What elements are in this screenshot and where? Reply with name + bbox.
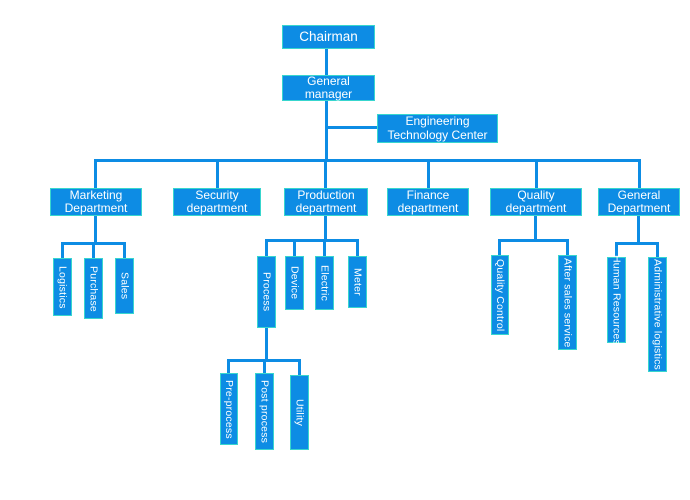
- connector-line: [298, 359, 301, 375]
- connector-line: [293, 239, 296, 256]
- connector-line: [94, 159, 97, 188]
- connector-line: [498, 239, 501, 255]
- node-pre-process: Pre-process: [220, 373, 238, 445]
- node-device: Device: [285, 256, 304, 310]
- connector-line: [324, 159, 327, 188]
- connector-line: [427, 159, 430, 188]
- connector-line: [498, 239, 569, 242]
- node-utility: Utility: [290, 375, 309, 450]
- connector-line: [325, 100, 328, 162]
- node-general-department: General Department: [598, 188, 680, 216]
- connector-line: [615, 242, 618, 258]
- node-sales: Sales: [115, 258, 134, 314]
- node-human-resources: Human Resources: [607, 255, 626, 345]
- node-general-manager: General manager: [282, 74, 375, 101]
- node-administrative-logistics: Administrative logistics: [648, 257, 667, 372]
- connector-line: [61, 242, 64, 258]
- connector-line: [92, 242, 95, 258]
- connector-line: [326, 126, 378, 129]
- node-production-department: Production department: [284, 188, 368, 216]
- connector-line: [94, 216, 97, 245]
- node-quality-control: Quality Control: [491, 255, 509, 335]
- node-chairman: Chairman: [282, 25, 375, 49]
- connector-line: [94, 159, 641, 162]
- node-purchase: Purchase: [84, 258, 103, 319]
- connector-line: [615, 242, 659, 245]
- connector-line: [265, 239, 359, 242]
- node-security-department: Security department: [173, 188, 261, 216]
- connector-line: [265, 328, 268, 362]
- connector-line: [535, 159, 538, 188]
- node-finance-department: Finance department: [387, 188, 469, 216]
- connector-line: [638, 159, 641, 188]
- connector-line: [216, 159, 219, 188]
- connector-line: [323, 239, 326, 256]
- node-electric: Electric: [315, 256, 334, 310]
- connector-line: [265, 239, 268, 256]
- node-quality-department: Quality department: [490, 188, 582, 216]
- connector-line: [637, 216, 640, 245]
- connector-line: [566, 239, 569, 255]
- connector-line: [534, 216, 537, 242]
- node-engineering-technology-center: Engineering Technology Center: [377, 114, 498, 143]
- node-process: Process: [257, 256, 276, 328]
- node-after-sales-service: After sales service: [558, 255, 577, 350]
- connector-line: [656, 242, 659, 258]
- node-marketing-department: Marketing Department: [50, 188, 142, 216]
- connector-line: [263, 359, 266, 373]
- connector-line: [123, 242, 126, 258]
- connector-line: [325, 48, 328, 76]
- node-post-process: Post process: [255, 373, 274, 450]
- connector-line: [356, 239, 359, 256]
- node-meter: Meter: [348, 256, 367, 308]
- connector-line: [324, 216, 327, 242]
- node-logistics: Logistics: [53, 258, 72, 316]
- connector-line: [227, 359, 230, 373]
